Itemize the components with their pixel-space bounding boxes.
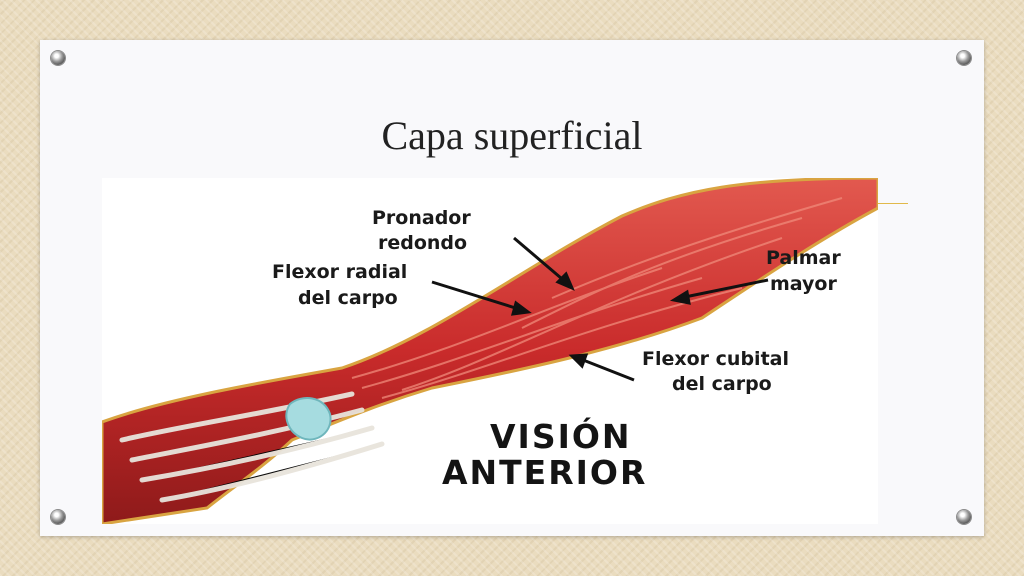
- label-flexor-cubital-line1: Flexor cubital: [642, 348, 789, 370]
- label-vision: VISIÓN: [490, 416, 632, 456]
- rivet-bottom-left-icon: [51, 510, 65, 524]
- title-accent-line: [876, 203, 908, 204]
- wrist-ligament: [285, 397, 332, 441]
- label-palmar-line1: Palmar: [766, 247, 841, 269]
- label-flexor-radial-line1: Flexor radial: [272, 261, 407, 283]
- muscle-fibers: [351, 197, 843, 399]
- label-anterior: ANTERIOR: [442, 453, 647, 492]
- label-pronador-line1: Pronador: [372, 207, 471, 229]
- rivet-top-left-icon: [51, 51, 65, 65]
- label-arrows: [431, 236, 769, 382]
- label-pronador-line2: redondo: [378, 232, 467, 254]
- rivet-top-right-icon: [957, 51, 971, 65]
- forearm-illustration: Pronador redondo Flexor radial del carpo…: [102, 178, 878, 524]
- slide-title: Capa superficial: [381, 113, 643, 158]
- forearm-figure: Pronador redondo Flexor radial del carpo…: [102, 178, 878, 524]
- forearm-shape: [102, 178, 878, 524]
- rivet-bottom-right-icon: [957, 510, 971, 524]
- label-flexor-cubital-line2: del carpo: [672, 373, 772, 395]
- label-palmar-line2: mayor: [770, 273, 837, 295]
- label-flexor-radial-line2: del carpo: [298, 287, 398, 309]
